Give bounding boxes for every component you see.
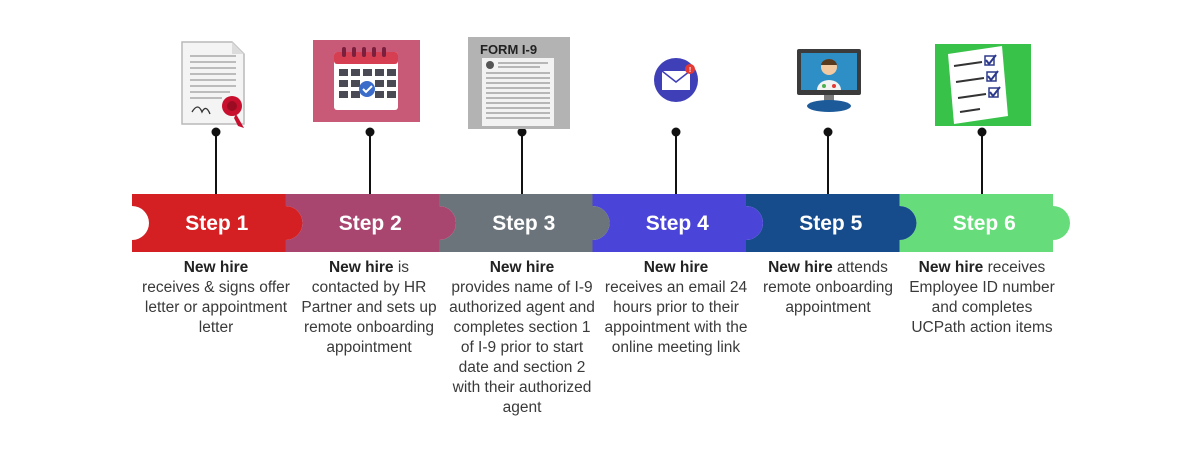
step-4-segment [592, 194, 763, 252]
step-segments: Step 1 Step 2 Step 3 Step 4 Step 5 Step 6 [132, 194, 1070, 252]
notification-badge: ! [689, 67, 691, 74]
step-4-label: Step 4 [646, 212, 709, 235]
calendar-icon [313, 40, 420, 122]
step-3-segment [439, 194, 610, 252]
step-2-segment [285, 194, 456, 252]
step-2-label: Step 2 [339, 212, 402, 235]
connector-dots [211, 127, 987, 137]
step-2-description: New hire is contacted by HR Partner and … [301, 259, 437, 356]
step-1-segment [132, 194, 303, 252]
step-5-description: New hire attends remote onboarding appoi… [762, 259, 894, 316]
step-6-segment [899, 194, 1070, 252]
step-1-label: Step 1 [185, 212, 248, 235]
step-6-label: Step 6 [953, 212, 1016, 235]
connectors [215, 132, 983, 194]
step-3-label: Step 3 [492, 212, 555, 235]
video-call-icon [797, 49, 861, 112]
email-notification-icon: ! [630, 42, 722, 120]
form-i9-icon: FORM I-9 [468, 37, 570, 129]
checklist-icon [935, 44, 1031, 126]
step-6-description: New hire receives Employee ID number and… [909, 259, 1055, 336]
signed-document-icon [181, 41, 245, 128]
step-5-label: Step 5 [799, 212, 862, 235]
form-i9-title: FORM I-9 [480, 42, 537, 57]
step-5-segment [746, 194, 917, 252]
